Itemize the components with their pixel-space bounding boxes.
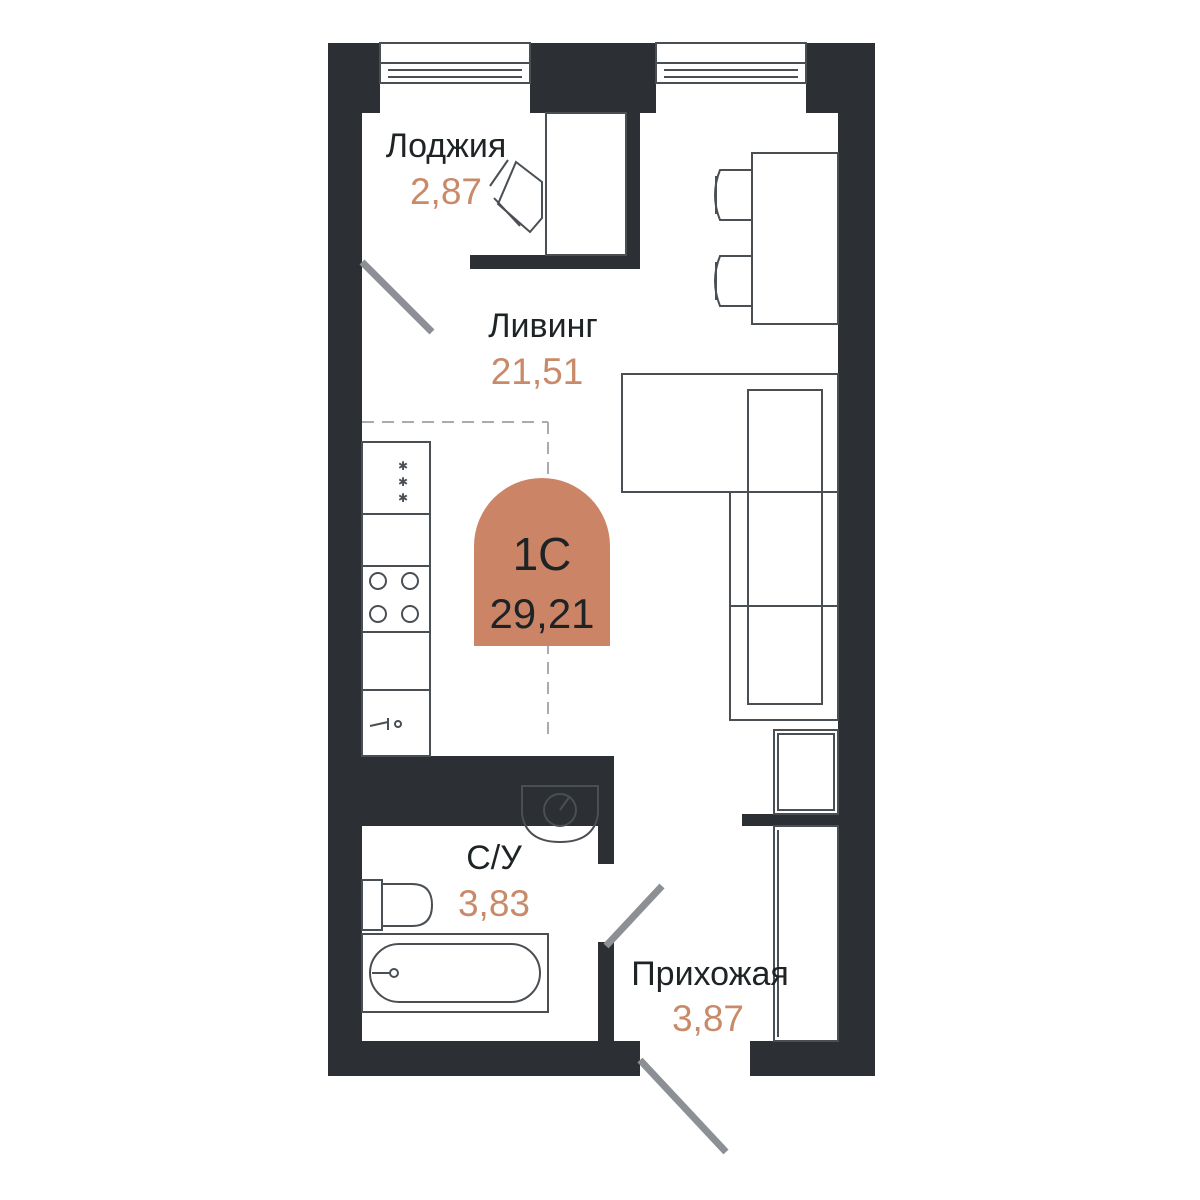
room-area-bathroom: 3,83 <box>458 883 530 924</box>
wall-wardrobe-divider <box>742 814 838 826</box>
svg-text:✱: ✱ <box>398 491 408 505</box>
kitchen-counter-icon <box>361 441 431 757</box>
room-name-loggia: Лоджия <box>386 127 506 165</box>
badge-shape <box>474 478 610 646</box>
wardrobe-icon <box>773 729 839 1042</box>
dining-table-icon <box>751 152 839 325</box>
room-area-loggia: 2,87 <box>410 171 482 212</box>
chair-icon <box>489 159 543 234</box>
wall-right <box>838 43 875 1076</box>
room-living: Ливинг 21,51 <box>488 307 598 392</box>
room-area-living: 21,51 <box>491 351 584 392</box>
chair-icon <box>714 169 752 307</box>
wall-top-left <box>328 43 380 113</box>
dimmer-icon: ✱ ✱ ✱ <box>398 459 408 505</box>
sink-icon <box>369 718 402 730</box>
bathtub-icon <box>361 933 549 1013</box>
desk-icon <box>545 112 627 256</box>
wall-loggia-horizontal <box>470 255 640 269</box>
room-name-hallway: Прихожая <box>631 955 789 993</box>
wall-loggia-vertical <box>626 113 640 269</box>
svg-text:✱: ✱ <box>398 459 408 473</box>
wall-bathroom-top <box>328 756 614 826</box>
room-name-living: Ливинг <box>488 307 598 345</box>
wall-left <box>328 43 362 1076</box>
room-area-hallway: 3,87 <box>672 998 744 1039</box>
room-name-bathroom: С/У <box>466 839 522 877</box>
walls <box>328 43 875 1076</box>
room-bathroom: С/У 3,83 <box>458 839 530 924</box>
room-loggia: Лоджия 2,87 <box>386 127 506 212</box>
apartment-type: 1С <box>513 528 572 580</box>
wall-bottom-right <box>750 1041 875 1076</box>
window-icon <box>379 42 807 84</box>
wall-top-middle <box>530 43 656 113</box>
wall-bottom-left <box>328 1041 640 1076</box>
wall-bathroom-right-upper <box>598 756 614 864</box>
stove-icon <box>369 572 419 623</box>
room-hallway: Прихожая 3,87 <box>631 955 789 1039</box>
wall-top-right <box>806 43 875 113</box>
washbasin-icon <box>521 785 599 844</box>
apartment-badge: 1С 29,21 <box>474 478 610 646</box>
sofa-icon <box>621 373 839 721</box>
total-area: 29,21 <box>489 590 594 637</box>
svg-text:✱: ✱ <box>398 475 408 489</box>
door-icon <box>359 259 729 1155</box>
toilet-icon <box>361 879 434 931</box>
